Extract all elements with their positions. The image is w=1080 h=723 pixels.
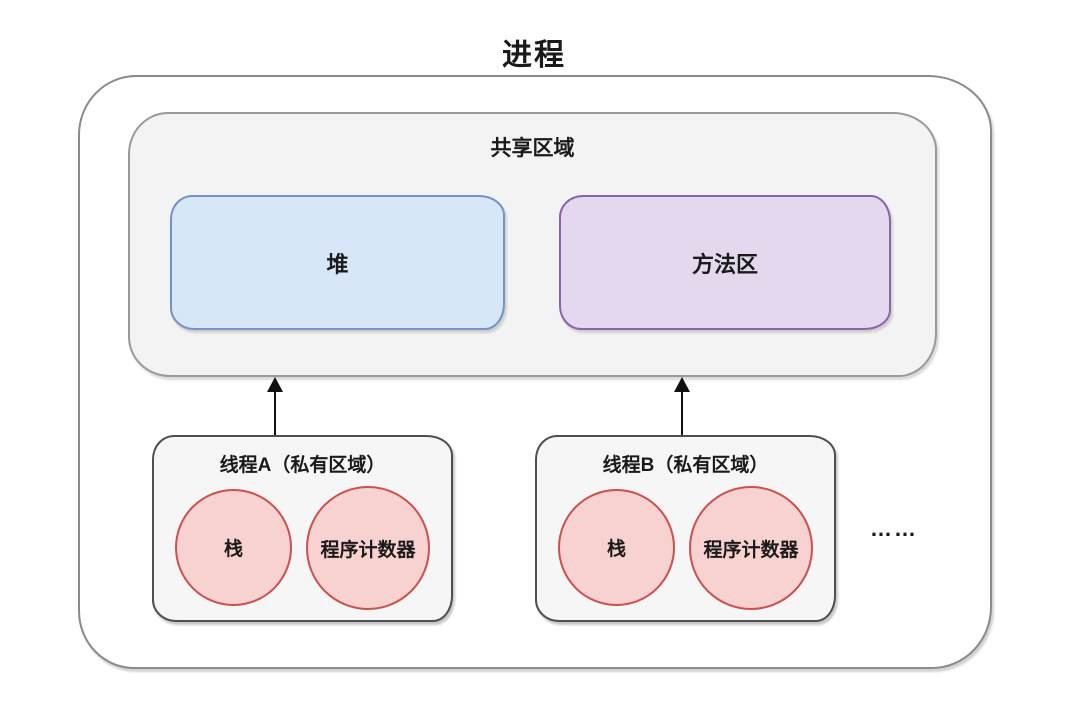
thread-b-program-counter-circle: 程序计数器	[689, 486, 813, 610]
heap-box: 堆	[170, 195, 505, 330]
thread-b-stack-circle: 栈	[558, 489, 675, 606]
more-threads-ellipsis: ……	[870, 516, 918, 541]
thread-b-label: 线程B（私有区域）	[602, 455, 769, 476]
shared-area-label: 共享区域	[490, 137, 575, 160]
arrow-thread-a-to-shared	[267, 377, 283, 435]
arrow-thread-b-to-shared	[674, 377, 690, 435]
arrow-head-icon	[267, 377, 283, 392]
thread-a-label: 线程A（私有区域）	[219, 455, 386, 476]
diagram-title: 进程	[502, 39, 566, 72]
arrow-shaft	[681, 387, 683, 435]
shared-area-box: 共享区域 堆 方法区	[128, 112, 937, 377]
thread-a-stack-circle: 栈	[175, 489, 292, 606]
arrow-head-icon	[674, 377, 690, 392]
thread-b-box: 线程B（私有区域） 栈 程序计数器	[535, 435, 836, 622]
thread-a-program-counter-circle: 程序计数器	[306, 486, 430, 610]
thread-a-box: 线程A（私有区域） 栈 程序计数器	[152, 435, 453, 622]
method-area-box: 方法区	[559, 195, 891, 330]
arrow-shaft	[274, 387, 276, 435]
